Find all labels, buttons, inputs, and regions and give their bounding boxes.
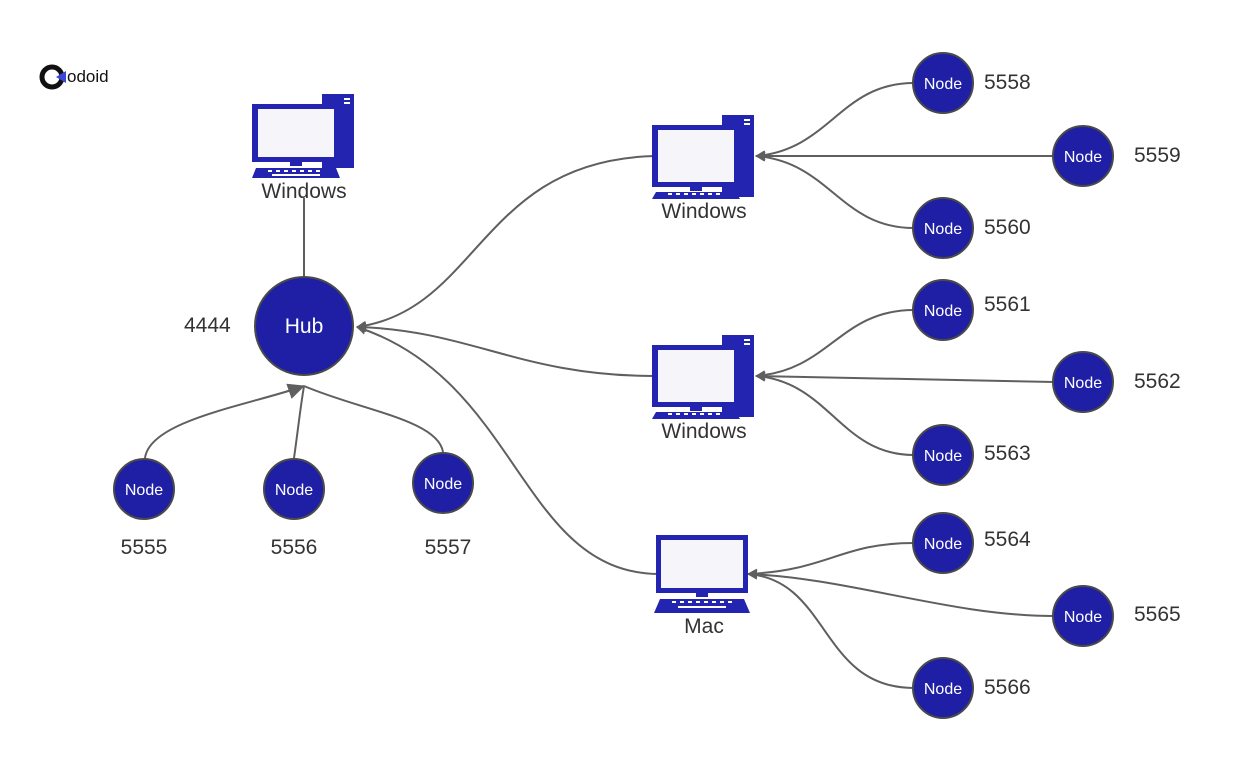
edge-node-5560-to-machine-1	[755, 151, 915, 229]
edge-node-5566-to-machine-3	[747, 569, 915, 689]
edge-node-5563-to-machine-2	[755, 371, 915, 456]
node-circle	[1052, 125, 1114, 187]
node-circle	[263, 458, 325, 520]
hub-machine: Windows	[252, 94, 354, 203]
hub-circle	[254, 276, 354, 376]
hub-label: Hub	[285, 315, 324, 338]
node-5563[interactable]: Node 5563	[912, 424, 1031, 486]
hub-machine-label: Windows	[261, 180, 346, 203]
hub-node-5555[interactable]: Node 5555	[113, 458, 175, 559]
hub[interactable]: Hub 4444	[184, 276, 354, 376]
edge-machine-1-to-hub	[356, 155, 656, 331]
machine-2: Windows	[652, 335, 754, 443]
edge-machine-3-to-hub	[356, 325, 659, 575]
node-5564[interactable]: Node 5564	[912, 512, 1031, 574]
edge-node-5557-to-hub	[303, 385, 444, 453]
edge-node-5565-to-machine-3	[747, 569, 1055, 617]
edge-machine-2-to-hub	[356, 322, 656, 377]
node-label: Node	[924, 448, 962, 465]
node-5561[interactable]: Node 5561	[912, 279, 1031, 341]
node-port: 5565	[1134, 603, 1181, 626]
node-circle	[912, 424, 974, 486]
node-label: Node	[924, 76, 962, 93]
edge-node-5562-to-machine-2	[755, 371, 1055, 383]
logo-text: odoid	[67, 67, 109, 86]
node-port: 5560	[984, 216, 1031, 239]
node-label: Node	[1064, 609, 1102, 626]
edge-node-5561-to-machine-2	[755, 309, 915, 381]
node-5559[interactable]: Node 5559	[1052, 125, 1181, 187]
node-port: 5566	[984, 676, 1031, 699]
node-port: 5558	[984, 71, 1031, 94]
node-port: 5557	[425, 536, 472, 559]
node-circle	[113, 458, 175, 520]
machine-label: Windows	[661, 420, 746, 443]
node-label: Node	[125, 482, 163, 499]
node-5558[interactable]: Node 5558	[912, 52, 1031, 114]
machine-label: Windows	[661, 200, 746, 223]
node-port: 5555	[121, 536, 168, 559]
windows-pc-icon	[652, 115, 754, 199]
node-circle	[412, 452, 474, 514]
hub-node-5556[interactable]: Node 5556	[263, 458, 325, 559]
node-5566[interactable]: Node 5566	[912, 657, 1031, 719]
mac-laptop-icon	[654, 535, 750, 613]
node-circle	[1052, 585, 1114, 647]
edge-node-5564-to-machine-3	[747, 542, 915, 579]
node-label: Node	[924, 681, 962, 698]
node-port: 5563	[984, 442, 1031, 465]
node-label: Node	[275, 482, 313, 499]
windows-pc-icon	[252, 94, 354, 178]
machine-1: Windows	[652, 115, 754, 223]
hub-node-5557[interactable]: Node 5557	[412, 452, 474, 559]
node-label: Node	[1064, 149, 1102, 166]
node-port: 5562	[1134, 370, 1181, 393]
edge-node-5555-to-hub	[144, 383, 305, 459]
node-label: Node	[924, 303, 962, 320]
node-port: 5564	[984, 528, 1031, 551]
machine-3: Mac	[654, 535, 750, 638]
edge-node-5556-to-hub	[293, 385, 305, 459]
node-circle	[912, 197, 974, 259]
node-label: Node	[924, 221, 962, 238]
machine-label: Mac	[684, 615, 724, 638]
node-port: 5561	[984, 293, 1031, 316]
node-label: Node	[1064, 375, 1102, 392]
edge-node-5558-to-machine-1	[755, 82, 915, 161]
node-port: 5559	[1134, 144, 1181, 167]
node-circle	[1052, 351, 1114, 413]
node-5565[interactable]: Node 5565	[1052, 585, 1181, 647]
node-circle	[912, 52, 974, 114]
node-circle	[912, 512, 974, 574]
node-5560[interactable]: Node 5560	[912, 197, 1031, 259]
edges	[144, 82, 1055, 689]
hub-port: 4444	[184, 314, 231, 337]
node-label: Node	[424, 476, 462, 493]
node-5562[interactable]: Node 5562	[1052, 351, 1181, 413]
node-circle	[912, 657, 974, 719]
node-label: Node	[924, 536, 962, 553]
codoid-logo: odoid	[39, 64, 109, 90]
node-port: 5556	[271, 536, 318, 559]
logo-c-icon	[39, 64, 66, 90]
windows-pc-icon	[652, 335, 754, 419]
node-circle	[912, 279, 974, 341]
